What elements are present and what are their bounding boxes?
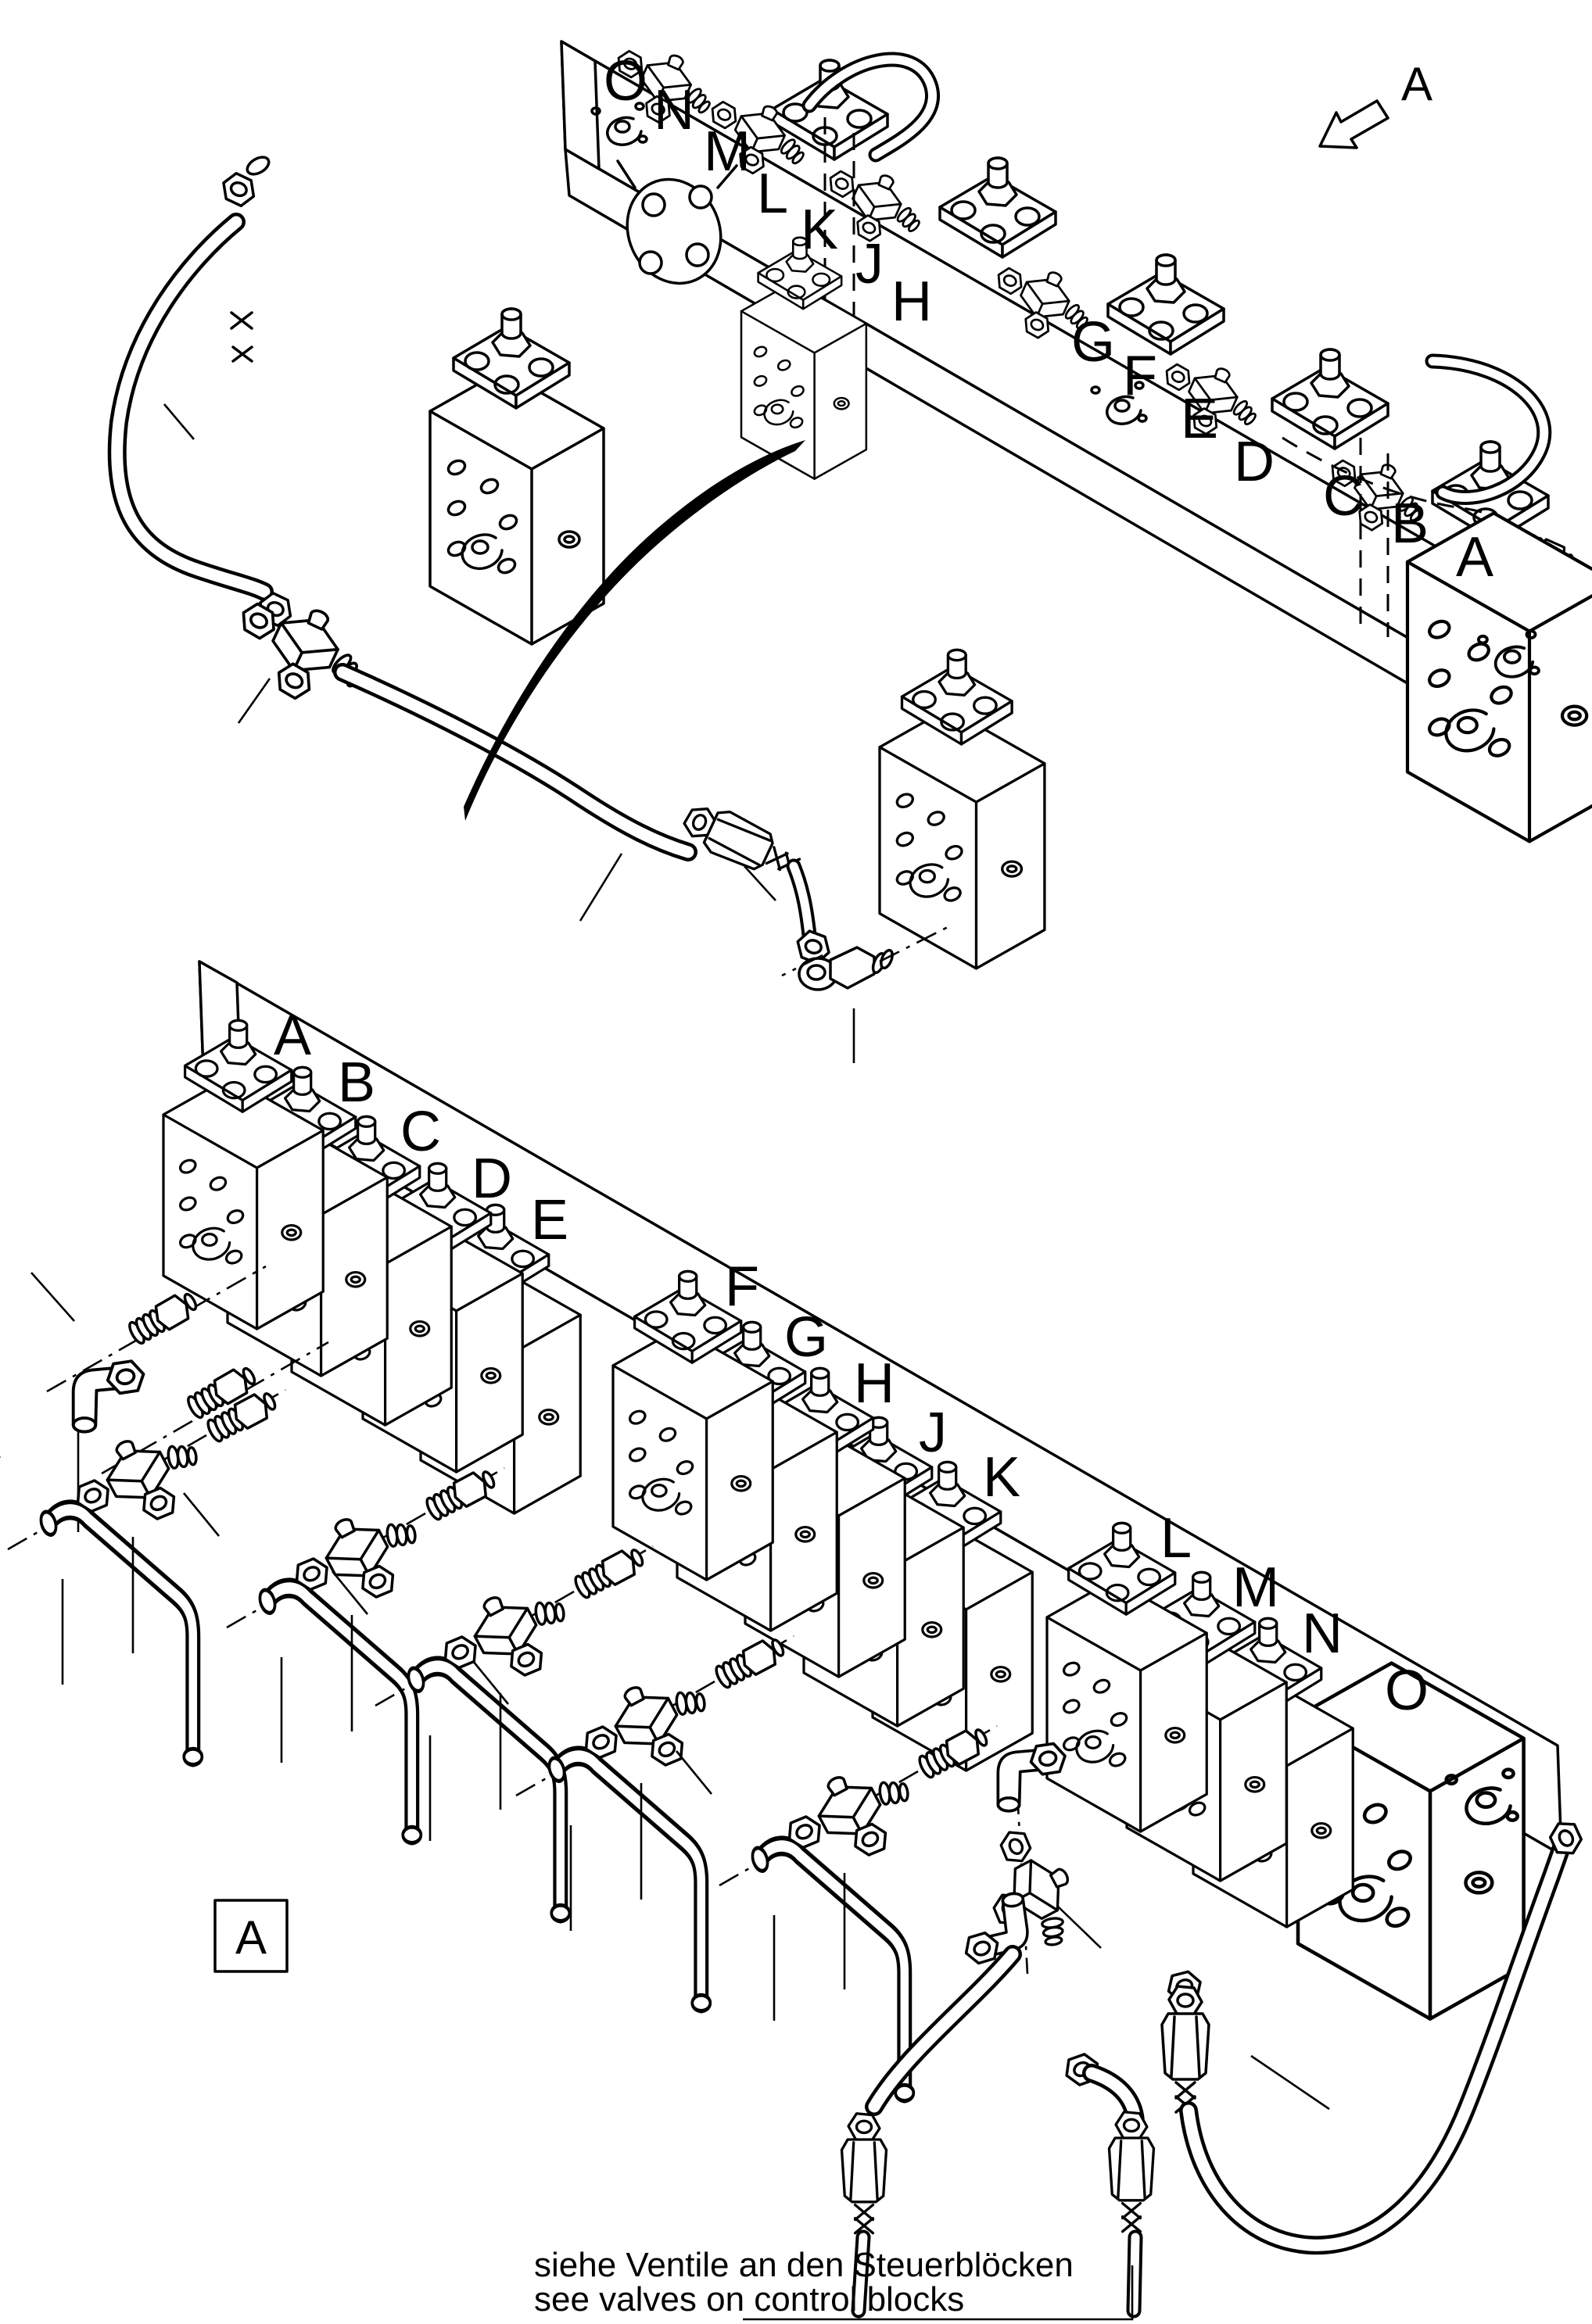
station-label-G: G (784, 1306, 828, 1369)
tee-fitting (220, 582, 381, 721)
station-label-F: F (1123, 345, 1157, 407)
caption-leader-line (743, 2265, 1134, 2321)
pump-flange (616, 159, 738, 285)
station-label-J: J (855, 233, 884, 295)
station-label-J: J (919, 1402, 947, 1464)
fitting-group (0, 1388, 285, 1765)
view-direction-arrow: A (1318, 58, 1432, 149)
station-label-F: F (725, 1255, 759, 1318)
top-manifold-end-cap (560, 40, 601, 170)
hose (1162, 1815, 1588, 2255)
vertical-fitting-stack (956, 1740, 1102, 1975)
station-label-K: K (801, 199, 838, 261)
hose (1060, 2048, 1154, 2319)
fitting-group (676, 1724, 997, 2101)
caption: siehe Ventile an den Steuerblöcken see v… (534, 2246, 1134, 2321)
top-plate (938, 156, 1057, 259)
station-label-M: M (704, 120, 751, 183)
caption-line-english: see valves on control blocks (534, 2280, 964, 2319)
valve-block (430, 309, 604, 644)
caption-line-german: siehe Ventile an den Steuerblöcken (534, 2246, 1074, 2284)
station-label-H: H (854, 1352, 895, 1415)
station-label-G: G (1071, 311, 1115, 374)
station-label-N: N (654, 79, 694, 141)
detail-view-marker: A (213, 1899, 289, 1973)
top-assembly (430, 34, 1592, 841)
detail-box-label: A (235, 1911, 267, 1964)
station-label-M: M (1232, 1556, 1279, 1619)
station-label-C: C (400, 1101, 441, 1163)
station-label-B: B (1391, 492, 1429, 555)
station-label-C: C (1323, 465, 1364, 528)
hose (333, 663, 834, 967)
station-label-O: O (604, 50, 647, 113)
hose (107, 156, 297, 630)
station-label-N: N (1302, 1602, 1343, 1665)
station-label-D: D (1234, 431, 1275, 493)
hose-end-fitting (678, 797, 805, 887)
station-label-K: K (983, 1446, 1020, 1509)
arrow-icon (1318, 99, 1389, 149)
station-label-D: D (472, 1148, 512, 1210)
station-label-E: E (531, 1189, 568, 1252)
fitting-group (473, 1635, 794, 2011)
station-label-A: A (274, 1004, 311, 1067)
station-label-E: E (1181, 388, 1218, 450)
valve-block (1407, 513, 1592, 841)
top-plate (1106, 253, 1225, 356)
top-plate (1271, 348, 1389, 450)
bottom-assembly (0, 960, 1588, 2319)
elbow-plug-fitting (798, 946, 894, 991)
jump-hose (801, 52, 940, 163)
station-label-L: L (757, 163, 788, 225)
jump-hose (1425, 353, 1552, 505)
view-arrow-label: A (1401, 58, 1432, 110)
station-label-A: A (1456, 526, 1493, 589)
station-label-B: B (338, 1051, 375, 1114)
hose (842, 1945, 1022, 2319)
middle-detail (107, 156, 1045, 1063)
station-label-O: O (1385, 1660, 1429, 1722)
detail-box (213, 1899, 289, 1973)
station-label-H: H (891, 270, 932, 333)
station-label-L: L (1160, 1507, 1192, 1570)
valve-block (880, 650, 1045, 969)
